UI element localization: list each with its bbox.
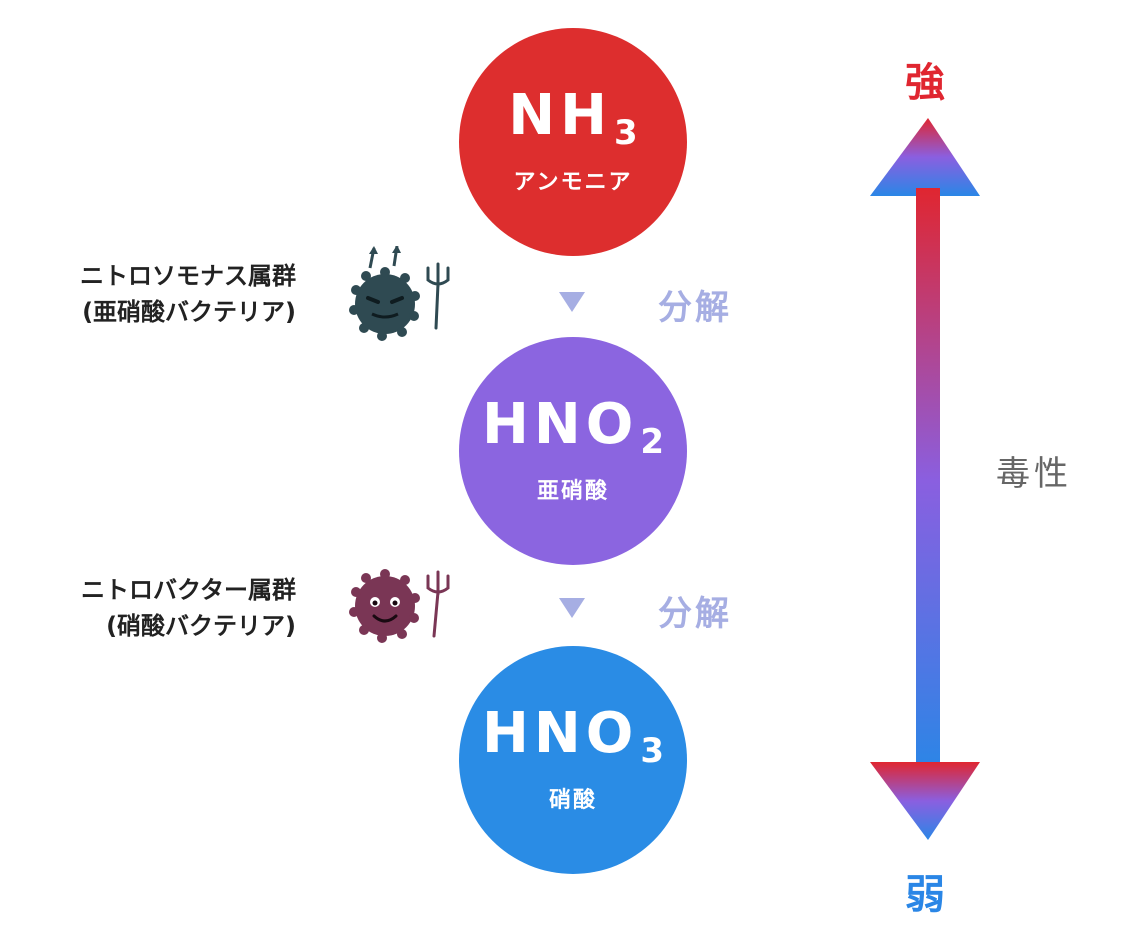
step2-bacteria-type: (硝酸バクテリア) xyxy=(106,612,296,640)
ammonia-circle: NH3 アンモニア xyxy=(459,28,687,256)
scale-arrow-head-down xyxy=(870,762,980,840)
step2-bacteria-label: ニトロバクター属群 (硝酸バクテリア) xyxy=(81,572,296,644)
ammonia-formula: NH3 xyxy=(508,83,638,153)
step1-bacteria-label: ニトロソモナス属群 (亜硝酸バクテリア) xyxy=(80,258,296,330)
step2-decompose-label: 分解 xyxy=(658,594,732,634)
strong-label: 強 xyxy=(905,60,945,106)
step1-decompose-label: 分解 xyxy=(658,288,732,328)
nitrous-acid-name: 亜硝酸 xyxy=(536,479,609,504)
nitrous-acid-formula: HNO2 xyxy=(481,392,664,462)
step2-down-arrow-icon xyxy=(559,598,585,618)
scale-arrow-shaft xyxy=(916,188,940,774)
nitrous-acid-circle: HNO2 亜硝酸 xyxy=(459,337,687,565)
nitrobacter-microbe-icon xyxy=(349,569,450,643)
nitric-acid-name: 硝酸 xyxy=(548,788,597,813)
toxicity-scale-arrow-icon xyxy=(870,118,980,840)
weak-label: 弱 xyxy=(905,872,945,918)
step1-bacteria-name: ニトロソモナス属群 xyxy=(80,262,296,290)
nitric-acid-formula: HNO3 xyxy=(481,701,664,771)
step1-bacteria-type: (亜硝酸バクテリア) xyxy=(82,298,296,326)
nitrosomonas-microbe-icon xyxy=(349,246,450,341)
step1-down-arrow-icon xyxy=(559,292,585,312)
nitric-acid-circle: HNO3 硝酸 xyxy=(459,646,687,874)
step2-bacteria-name: ニトロバクター属群 xyxy=(80,576,296,604)
toxicity-label: 毒性 xyxy=(996,454,1072,494)
ammonia-name: アンモニア xyxy=(513,170,633,195)
scale-arrow-head-up xyxy=(870,118,980,196)
